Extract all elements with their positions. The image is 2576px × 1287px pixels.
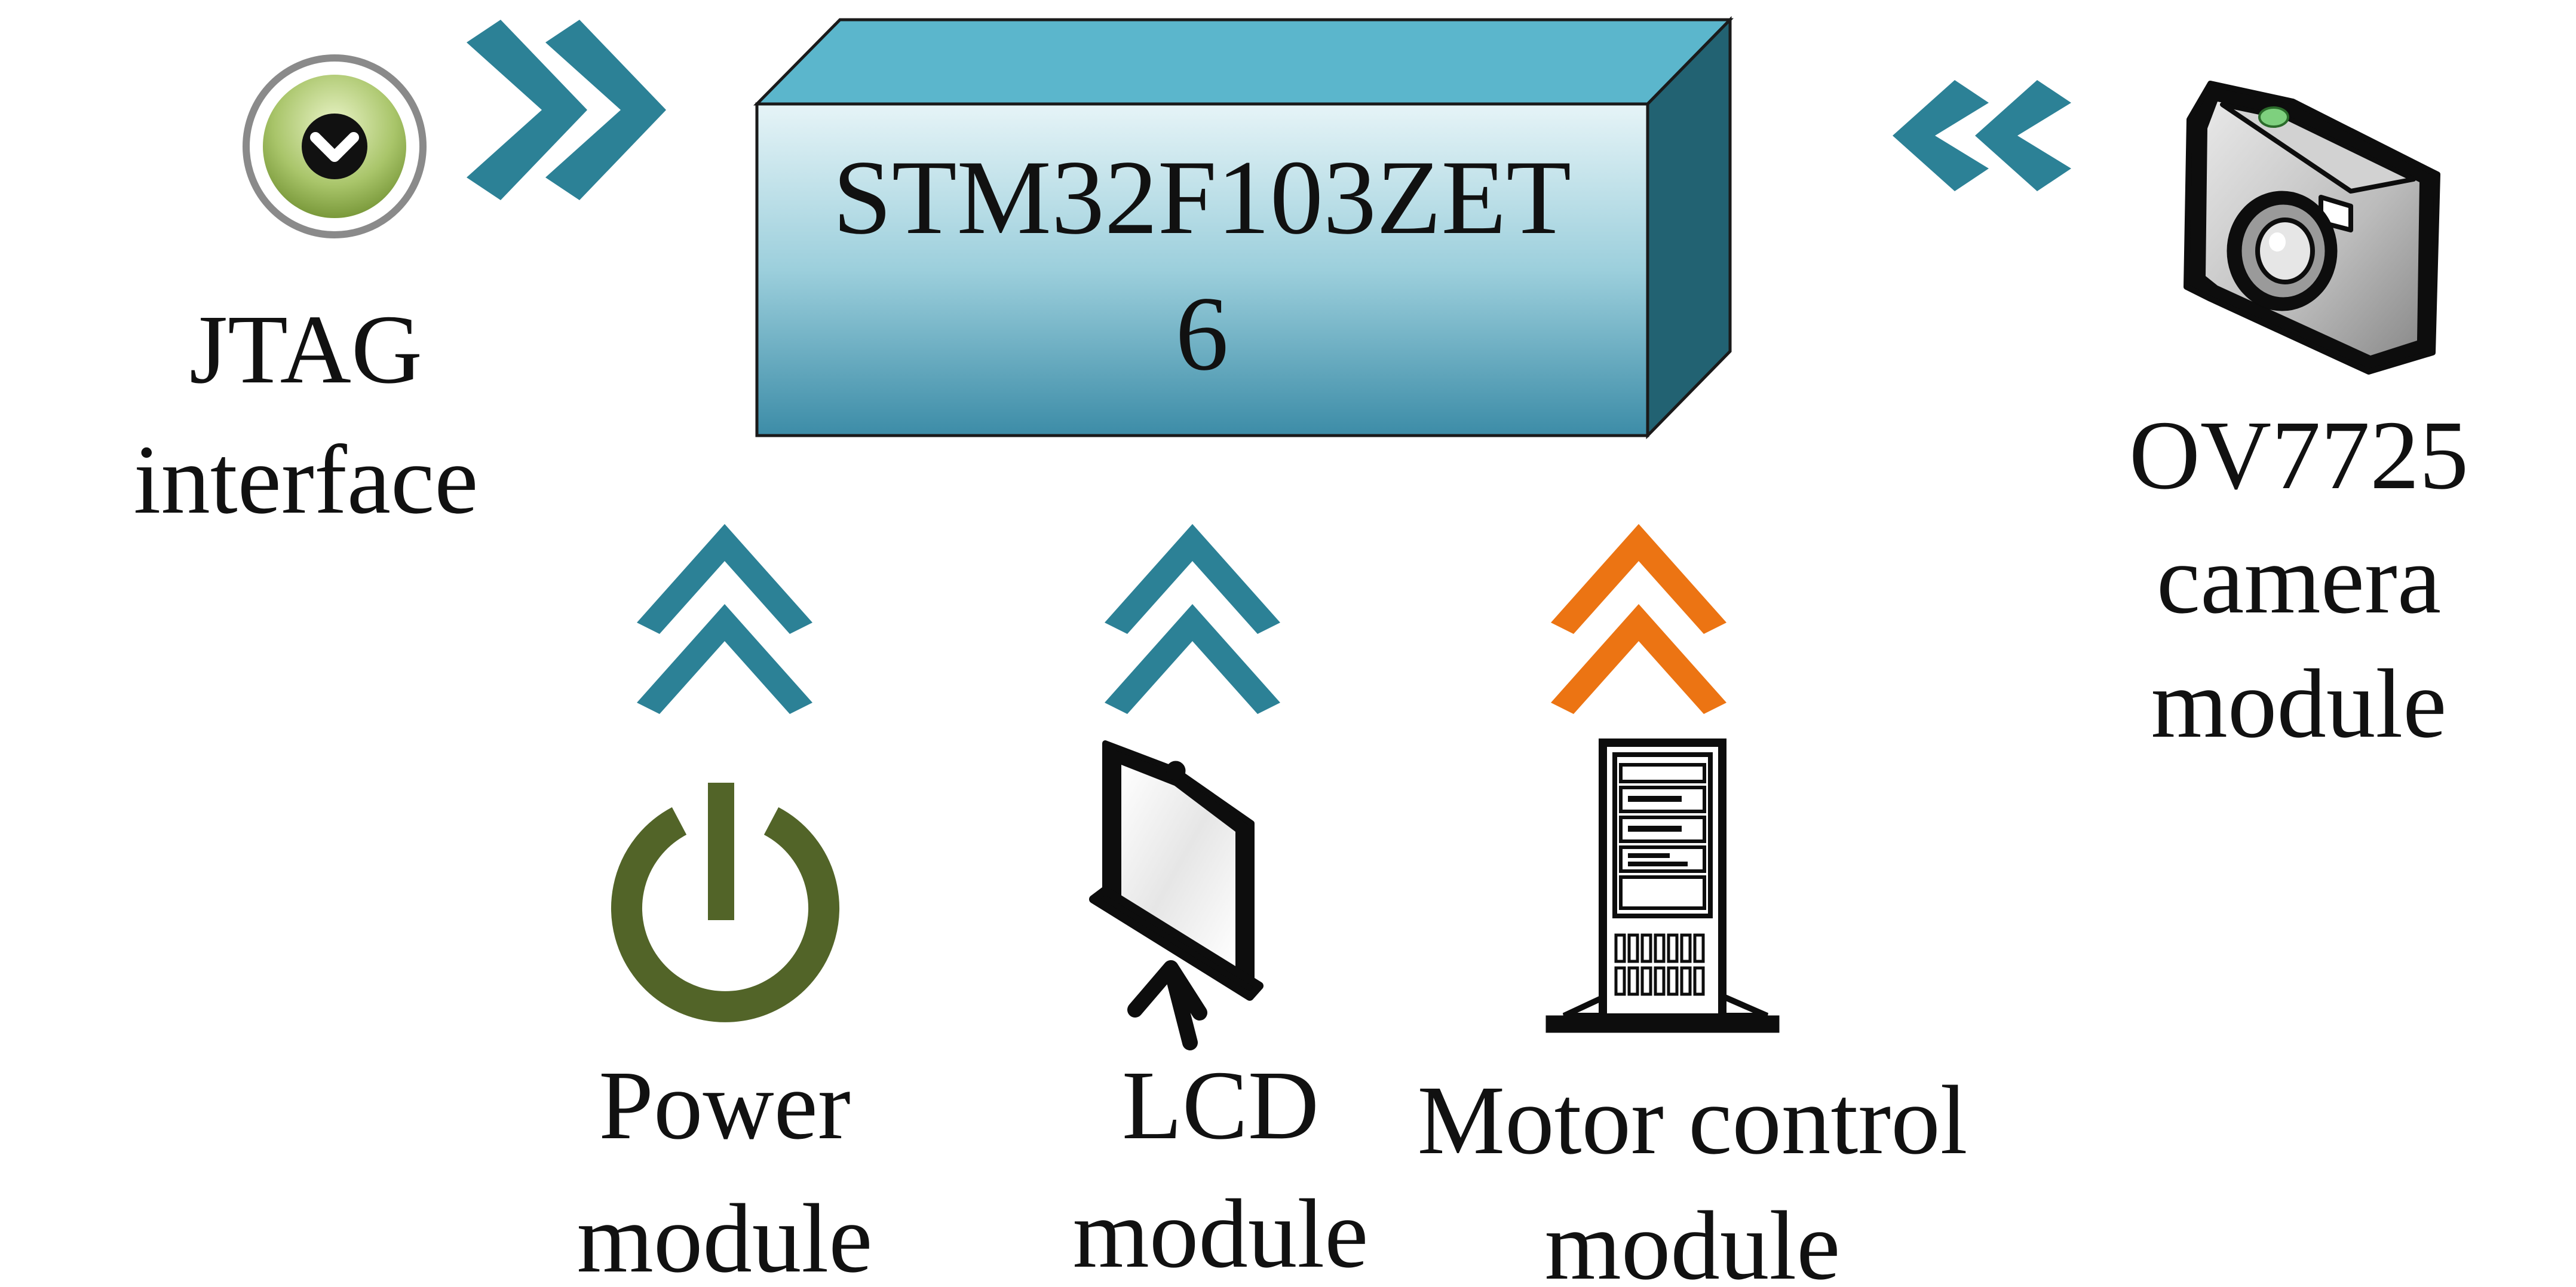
camera-icon <box>2184 81 2440 375</box>
camera-label-line2: camera <box>2157 525 2441 634</box>
jtag-label-line1: JTAG <box>189 295 422 404</box>
chevron-up-icon <box>1551 604 1726 714</box>
camera-to-mcu-arrow <box>1893 80 2071 191</box>
chevron-up-icon <box>1105 524 1280 634</box>
lcd-label-line1: LCD <box>1122 1050 1319 1160</box>
chevron-right-icon <box>467 20 587 200</box>
motor-node: Motor control module <box>1417 739 1968 1287</box>
jtag-label-line2: interface <box>133 425 478 534</box>
jtag-node: JTAG interface <box>133 54 479 534</box>
mcu-block-top-face <box>753 18 1734 106</box>
chevron-down-circle-icon <box>243 54 427 238</box>
chevron-up-icon <box>637 604 812 714</box>
lcd-to-mcu-arrow <box>1105 524 1280 714</box>
chevron-up-icon <box>1105 604 1280 714</box>
mcu-block: STM32F103ZET 6 <box>753 16 1734 440</box>
motor-label-line2: module <box>1545 1191 1841 1287</box>
camera-label-line3: module <box>2151 649 2447 758</box>
projection-screen-icon <box>1089 740 1264 1050</box>
camera-node: OV7725 camera module <box>2129 81 2468 758</box>
power-label-line2: module <box>577 1184 873 1287</box>
lcd-node: LCD module <box>1073 740 1369 1287</box>
mcu-label-line2: 6 <box>1176 274 1229 393</box>
power-icon <box>611 783 839 1022</box>
power-to-mcu-arrow <box>637 524 812 714</box>
camera-label-line1: OV7725 <box>2129 400 2468 510</box>
power-label-line1: Power <box>599 1050 851 1160</box>
mcu-block-front-face <box>755 102 1649 437</box>
chevron-left-icon <box>1893 80 1989 191</box>
motor-label-line1: Motor control <box>1417 1065 1967 1175</box>
mcu-label-line1: STM32F103ZET <box>833 138 1571 256</box>
chevron-up-icon <box>637 524 812 634</box>
power-node: Power module <box>577 783 873 1287</box>
motor-to-mcu-arrow <box>1551 524 1726 714</box>
lcd-label-line2: module <box>1073 1179 1369 1287</box>
jtag-to-mcu-arrow <box>467 20 666 200</box>
chevron-up-icon <box>1551 524 1726 634</box>
chevron-left-icon <box>1975 80 2071 191</box>
server-tower-icon <box>1545 739 1780 1033</box>
chevron-right-icon <box>545 20 666 200</box>
vent-grille <box>1614 933 1705 996</box>
